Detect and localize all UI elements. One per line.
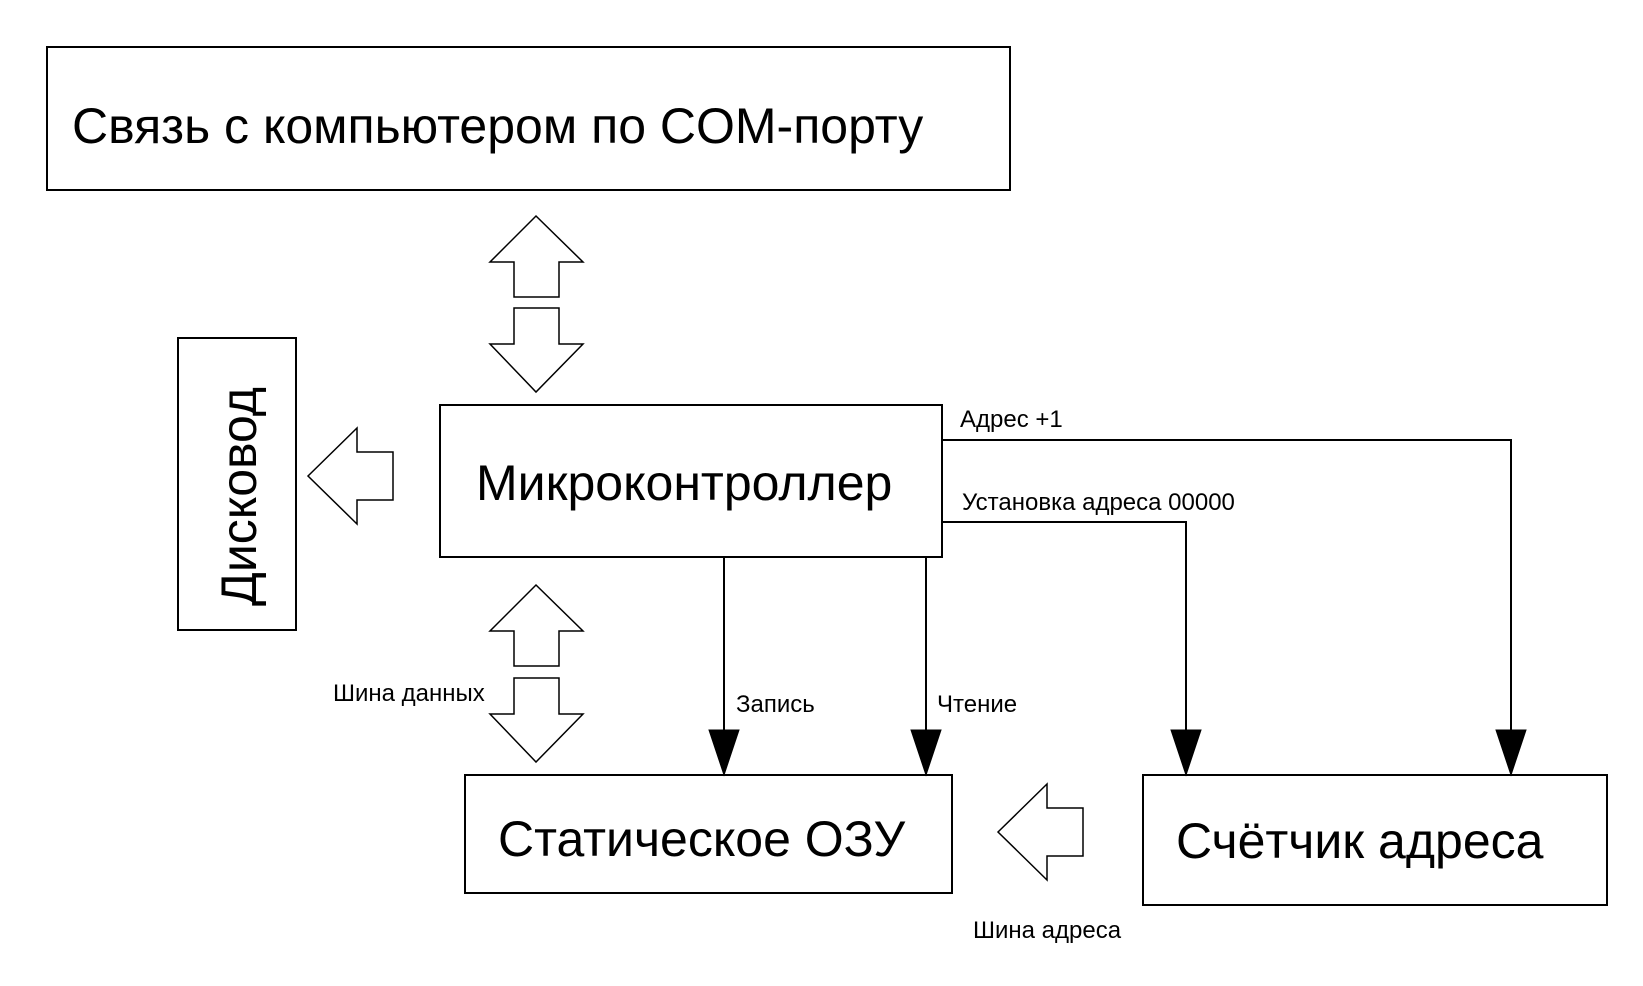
drive-left-arrow: [306, 426, 394, 526]
write-arrowhead: [708, 729, 740, 777]
address-increment-line: [942, 439, 1512, 730]
read-arrowhead: [910, 729, 942, 777]
write-label: Запись: [736, 691, 815, 718]
drive-label: Дисковод: [211, 387, 267, 606]
read-label: Чтение: [937, 691, 1017, 718]
data-bus-label: Шина данных: [333, 680, 485, 707]
address-counter-block: [1142, 774, 1608, 906]
address-increment-arrowhead: [1495, 729, 1527, 777]
com-up-arrow: [488, 214, 585, 298]
address-reset-label: Установка адреса 00000: [962, 489, 1235, 516]
com-port-block: [46, 46, 1011, 191]
address-counter-label: Счётчик адреса: [1176, 813, 1544, 869]
address-bus-label: Шина адреса: [973, 917, 1122, 944]
microcontroller-block: [439, 404, 943, 558]
data-bus-up-arrow: [488, 583, 585, 667]
microcontroller-label: Микроконтроллер: [476, 455, 892, 511]
address-reset-line: [942, 521, 1187, 730]
com-down-arrow: [488, 307, 585, 394]
address-increment-label: Адрес +1: [960, 406, 1063, 433]
data-bus-down-arrow: [488, 677, 585, 764]
address-reset-arrowhead: [1170, 729, 1202, 777]
address-bus-left-arrow: [996, 782, 1084, 882]
sram-label: Статическое ОЗУ: [498, 811, 905, 867]
com-port-label: Связь с компьютером по COM-порту: [72, 98, 923, 154]
drive-block: [177, 337, 297, 631]
sram-block: [464, 774, 953, 894]
